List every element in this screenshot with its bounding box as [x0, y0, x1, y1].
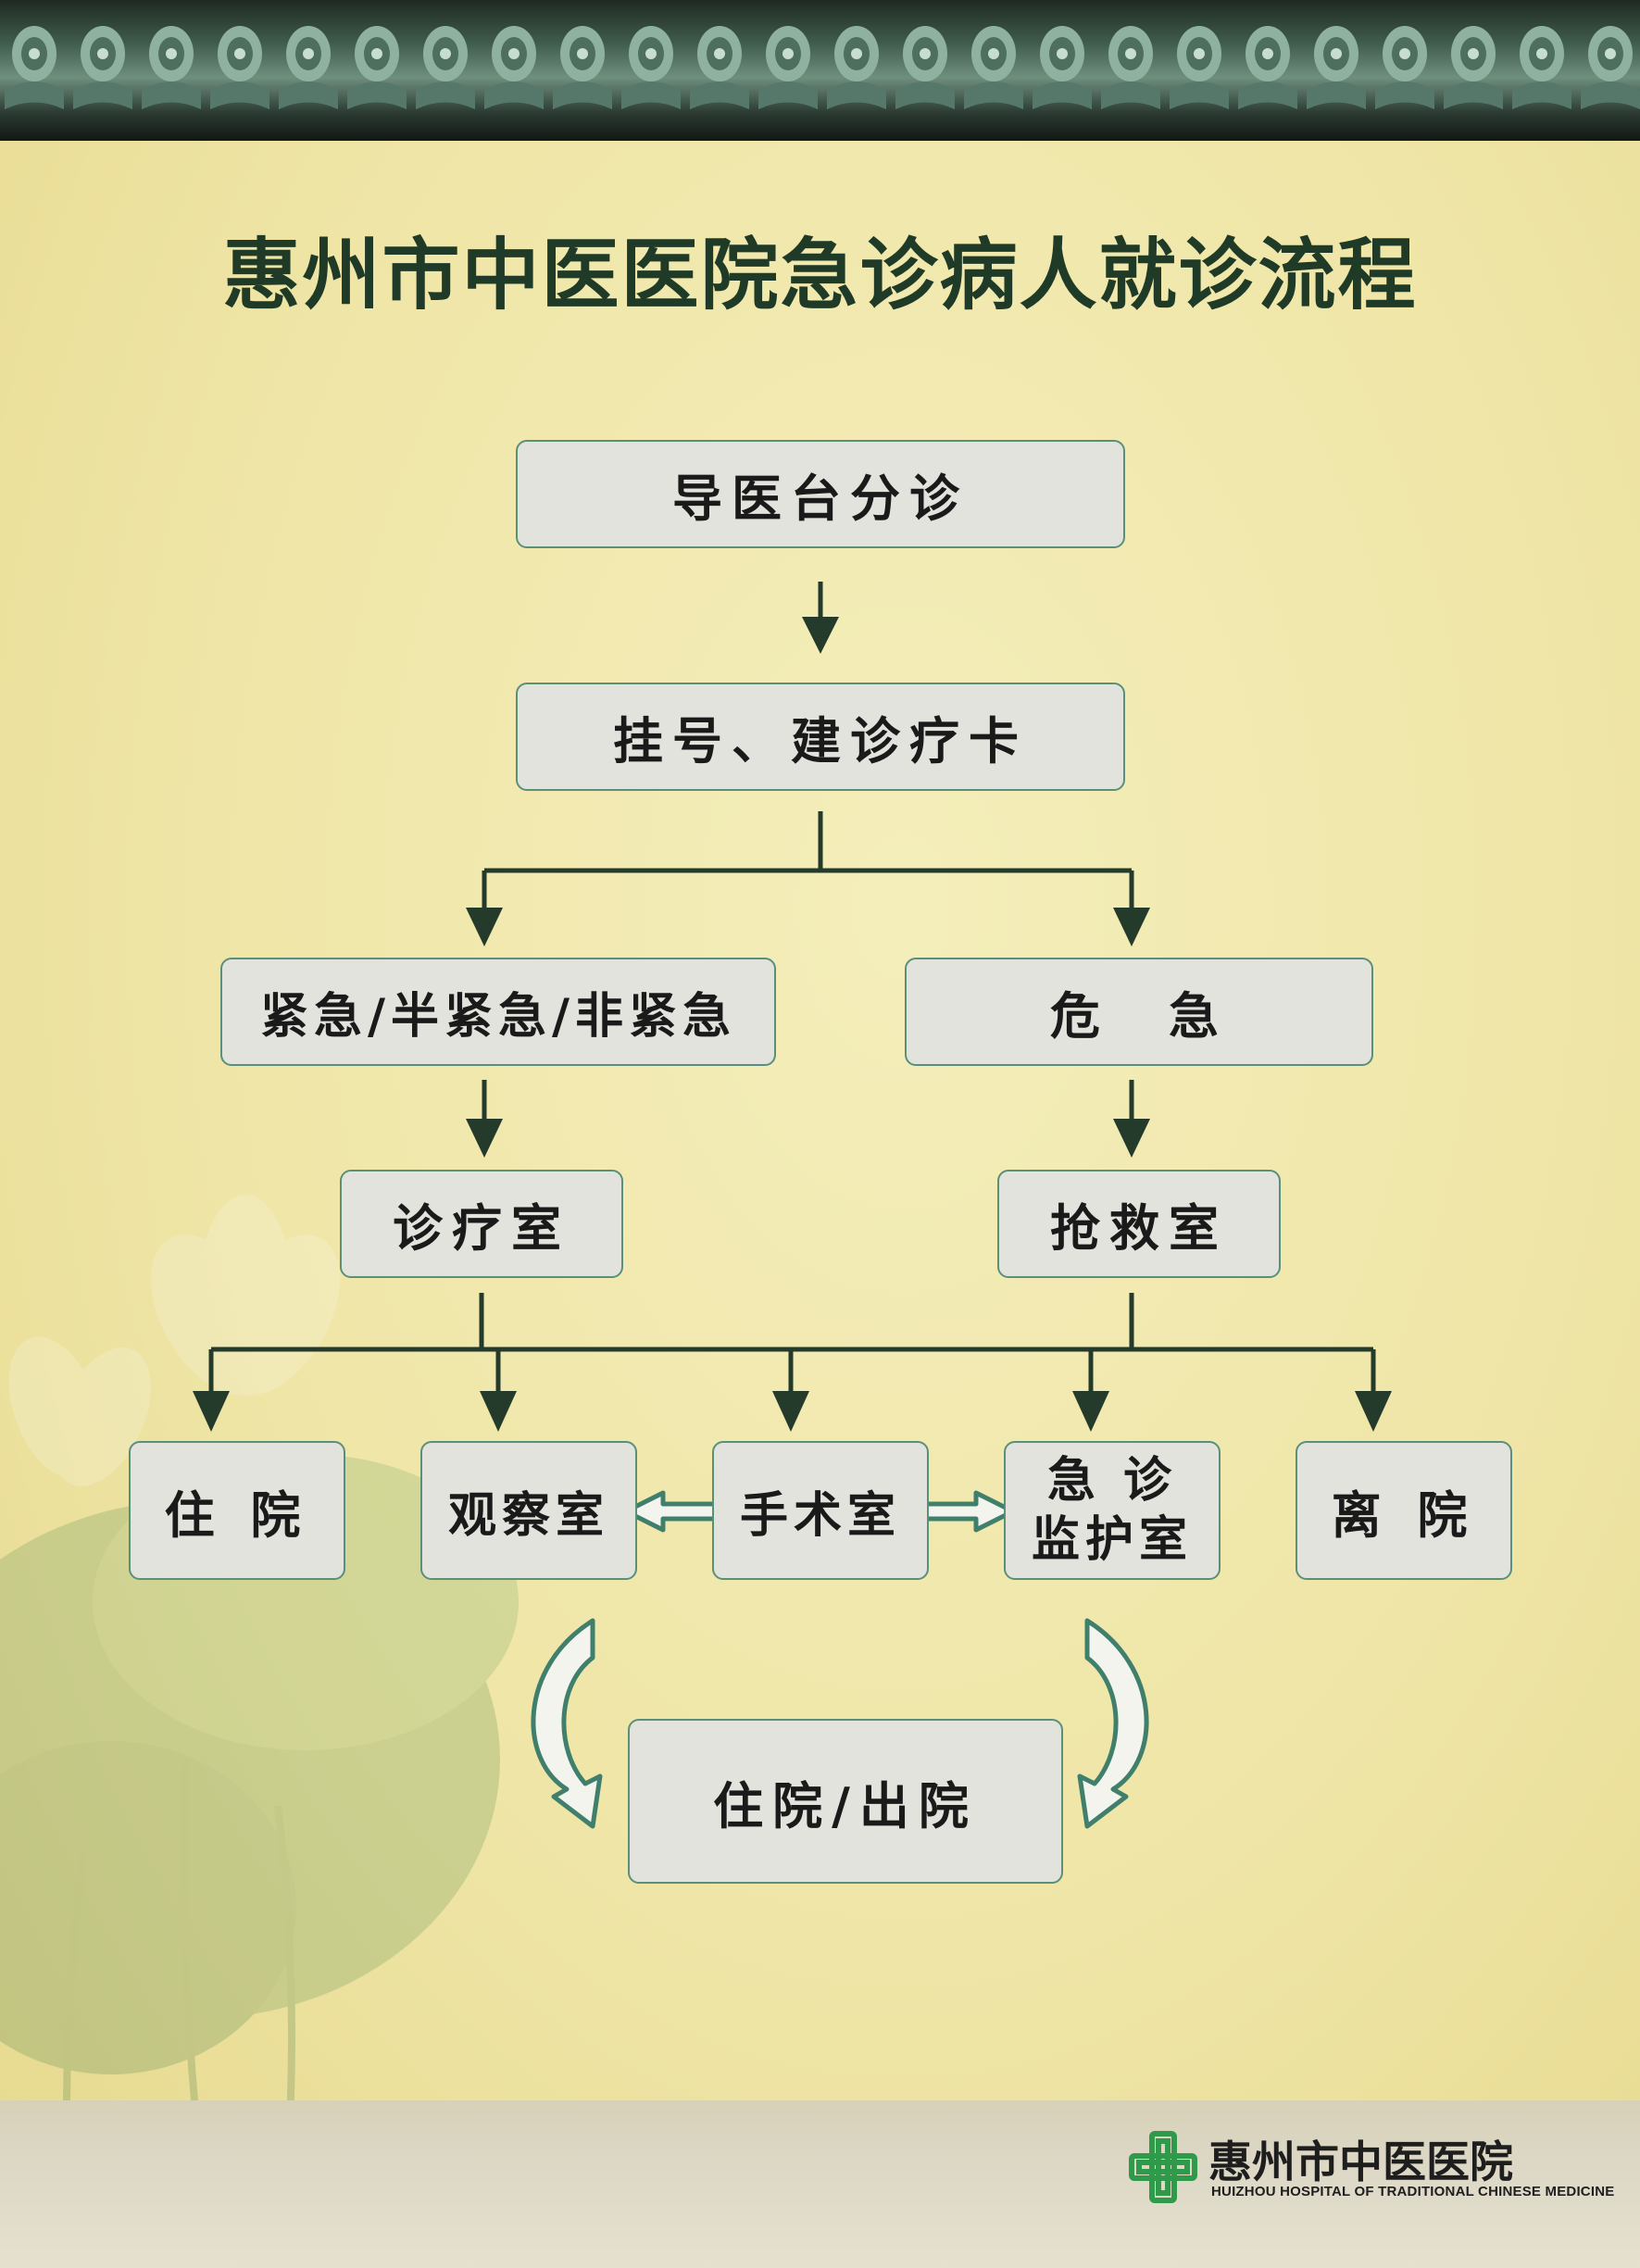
roof-tiles-border [0, 0, 1640, 141]
arrow-down-icon [1113, 908, 1150, 946]
critical-category-box: 危 急 [905, 958, 1373, 1066]
arrow-down-icon [772, 1391, 809, 1432]
operating-room-box: 手术室 [712, 1441, 929, 1580]
arrow-down-icon [193, 1391, 230, 1432]
arrow-down-icon [1113, 1119, 1150, 1158]
discharge-box: 离 院 [1296, 1441, 1512, 1580]
arrow-down-icon [1355, 1391, 1392, 1432]
arrow-down-icon [466, 908, 503, 946]
hospital-logo-name: 惠州市中医医院 [1208, 2137, 1513, 2188]
rescue-room-box: 抢救室 [997, 1170, 1281, 1278]
roof-tile-pattern [0, 17, 1640, 119]
treatment-room-box: 诊疗室 [340, 1170, 623, 1278]
arrow-down-icon [802, 617, 839, 654]
admission-box: 住 院 [129, 1441, 345, 1580]
hospital-cross-icon [1129, 2131, 1197, 2203]
emergency-icu-line1: 急 诊 [1046, 1453, 1178, 1509]
urgent-category-box: 紧急/半紧急/非紧急 [220, 958, 776, 1066]
registration-box: 挂号、建诊疗卡 [516, 683, 1125, 791]
arrow-down-icon [466, 1119, 503, 1158]
observation-room-box: 观察室 [420, 1441, 637, 1580]
arrow-right-hollow-icon [918, 1490, 1016, 1533]
arrow-down-icon [1072, 1391, 1109, 1432]
admit-discharge-box: 住院/出院 [628, 1719, 1063, 1884]
bottom-band [0, 2100, 1640, 2268]
triage-desk-box: 导医台分诊 [516, 440, 1125, 548]
arrow-down-icon [480, 1391, 517, 1432]
arrow-left-hollow-icon [623, 1490, 721, 1533]
emergency-icu-box: 急 诊 监护室 [1004, 1441, 1221, 1580]
page-title: 惠州市中医医院急诊病人就诊流程 [222, 230, 1418, 320]
curved-arrow-left-icon [531, 1618, 603, 1829]
curved-arrow-right-icon [1077, 1618, 1149, 1829]
emergency-icu-line2: 监护室 [1031, 1512, 1193, 1568]
hospital-logo-english: HUIZHOU HOSPITAL OF TRADITIONAL CHINESE … [1211, 2184, 1615, 2199]
